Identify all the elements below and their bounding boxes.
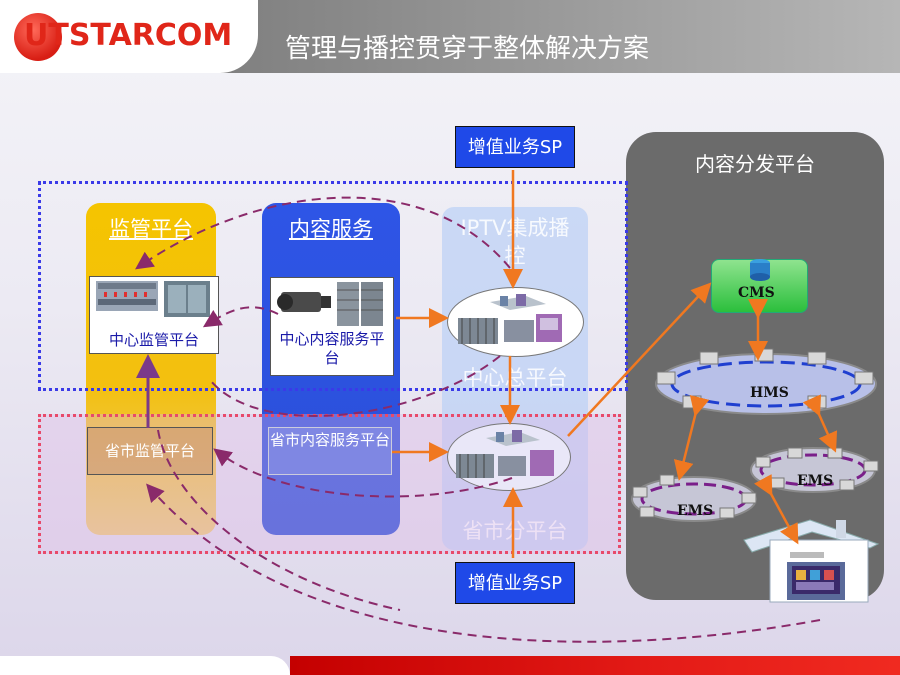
cms-node[interactable]: CMS	[711, 259, 808, 313]
center-content-label: 中心内容服务平台	[279, 330, 385, 367]
video-camera-icon	[277, 282, 383, 326]
slide-title: 管理与播控贯穿于整体解决方案	[285, 34, 650, 64]
server-cluster-icon	[458, 294, 562, 344]
footer-red-band	[290, 656, 900, 675]
distribution-panel: 内容分发平台	[626, 132, 884, 600]
server-cluster-icon	[456, 430, 554, 478]
sp-bottom-box[interactable]: 增值业务SP	[455, 562, 575, 604]
center-content-box[interactable]: 中心内容服务平台	[270, 277, 394, 376]
center-supervision-label: 中心监管平台	[108, 331, 199, 349]
footer-bar	[0, 656, 900, 675]
cms-label: CMS	[738, 285, 775, 301]
hms-label: HMS	[750, 385, 789, 401]
iptv-province-node[interactable]	[447, 423, 571, 491]
logo: UTSTARCOM	[0, 0, 258, 73]
iptv-center-node[interactable]	[447, 287, 584, 357]
distribution-label: 内容分发平台	[695, 152, 815, 176]
sp-top-box[interactable]: 增值业务SP	[455, 126, 575, 168]
ems-right-label: EMS	[797, 473, 834, 489]
province-content-box[interactable]: 省市内容服务平台	[268, 427, 392, 475]
footer-white-band	[0, 656, 290, 675]
header-bar: UTSTARCOM 管理与播控贯穿于整体解决方案	[0, 0, 900, 73]
province-supervision-label: 省市监管平台	[104, 442, 195, 460]
logo-text: UTSTARCOM	[24, 18, 233, 53]
logo-circle	[14, 13, 62, 61]
database-icon	[750, 259, 770, 281]
ems-left-label: EMS	[677, 503, 714, 519]
center-supervision-box[interactable]: 中心监管平台	[89, 276, 219, 354]
province-supervision-box[interactable]: 省市监管平台	[87, 427, 213, 475]
province-content-label: 省市内容服务平台	[269, 431, 390, 449]
rack-server-icon	[96, 281, 210, 317]
